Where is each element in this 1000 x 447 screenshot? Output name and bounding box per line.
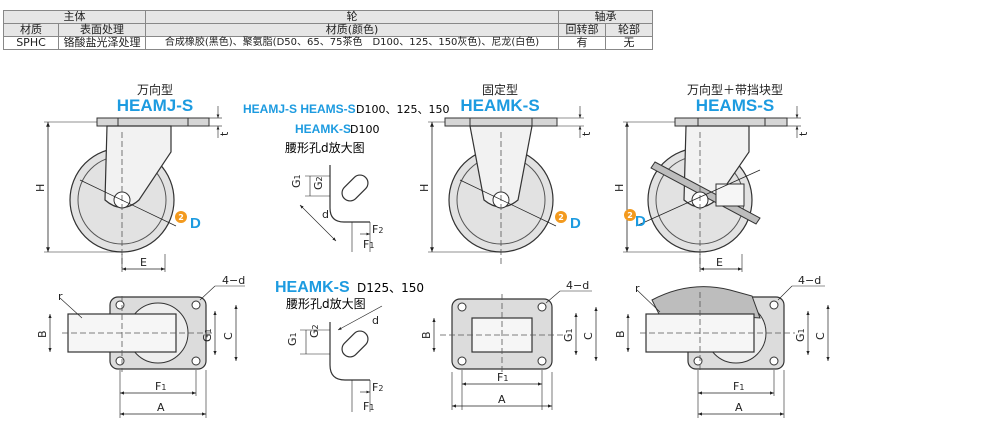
slot-g1-upper: G1 xyxy=(290,174,303,188)
slot-hole-upper xyxy=(341,174,369,202)
heamk-side-view: 固定型 HEAMK-S H t 2 D xyxy=(418,82,593,266)
slot-detail-upper: HEAMJ-S HEAMS-S D100、125、150 HEAMK-S D10… xyxy=(243,102,449,252)
heamj-d-label: D xyxy=(190,215,201,232)
spec-table: 主体 轮 轴承 材质 表面处理 材质(颜色) 回转部 轮部 SPHC 铬酸盐光泽… xyxy=(3,10,653,50)
heamj-f1-label: F1 xyxy=(155,380,166,393)
spec-header-row: 材质 表面处理 材质(颜色) 回转部 轮部 xyxy=(3,23,653,37)
slot-hole-lower xyxy=(341,330,369,358)
heamk-type-label: 固定型 xyxy=(482,82,518,97)
slot-g2-upper: G2 xyxy=(312,176,325,190)
cell-wheel-part: 无 xyxy=(605,36,653,50)
heamk-b-label: B xyxy=(420,331,433,339)
slot-f2-upper: F2 xyxy=(372,223,383,236)
slot-models-line3: HEAMK-S xyxy=(275,279,350,296)
cell-surface: 铬酸盐光泽处理 xyxy=(58,36,146,50)
heamj-e-label: E xyxy=(140,256,147,269)
svg-text:2: 2 xyxy=(178,213,184,222)
heams-top-plate xyxy=(674,117,788,127)
slot-g2-lower: G2 xyxy=(308,324,321,338)
slot-caption-lower: 腰形孔d放大图 xyxy=(286,296,366,311)
slot-models-line2: HEAMK-S xyxy=(295,122,351,136)
heams-e-label: E xyxy=(716,256,723,269)
heamj-r-label: r xyxy=(58,290,63,303)
heamk-d-label: D xyxy=(570,215,581,232)
heamj-c-label: C xyxy=(222,332,235,340)
heamj-h-label: H xyxy=(34,184,47,192)
slot-sizes-line3: D125、150 xyxy=(357,281,424,295)
header-wheel-material: 材质(颜色) xyxy=(145,23,559,37)
slot-g1-lower: G1 xyxy=(286,332,299,346)
heams-t-label: t xyxy=(797,131,810,136)
heamk-model-title: HEAMK-S xyxy=(460,96,539,115)
slot-f2-lower: F2 xyxy=(372,381,383,394)
slot-f1-lower: F1 xyxy=(363,400,374,413)
heams-stopper xyxy=(715,183,745,207)
slot-f1-upper: F1 xyxy=(363,238,374,251)
heams-g1-label: G1 xyxy=(794,328,807,342)
heamk-c-label: C xyxy=(582,332,595,340)
heams-a-label: A xyxy=(735,401,743,414)
heamk-hole-label: 4−d xyxy=(566,279,589,292)
heamj-top-plate xyxy=(96,117,210,127)
heamk-t-label: t xyxy=(580,131,593,136)
heamj-t-label: t xyxy=(218,131,231,136)
cell-wheel-material: 合成橡胶(黑色)、聚氨脂(D50、65、75茶色 D100、125、150灰色)… xyxy=(145,36,559,50)
heamk-f1-label: F1 xyxy=(497,371,508,384)
heamk-d-marker xyxy=(555,211,567,223)
heamk-a-label: A xyxy=(498,393,506,406)
heams-brake-top xyxy=(651,286,761,319)
slot-sizes-line2: D100 xyxy=(350,123,379,136)
heams-b-label: B xyxy=(614,330,627,338)
heamj-b-label: B xyxy=(36,330,49,338)
svg-text:2: 2 xyxy=(627,211,633,220)
slot-d-upper: d xyxy=(322,208,329,221)
heams-model-title: HEAMS-S xyxy=(696,96,774,115)
heams-h-label: H xyxy=(613,184,626,192)
heamk-top-view: B C G1 4−d F1 A xyxy=(420,279,598,410)
cell-swivel: 有 xyxy=(558,36,606,50)
header-wheel-part: 轮部 xyxy=(605,23,653,37)
heams-d-label: D xyxy=(635,213,646,230)
heamj-side-view: 万向型 HEAMJ-S H t 2 D E xyxy=(34,82,231,272)
heams-r-label: r xyxy=(635,282,640,295)
heamk-g1-label: G1 xyxy=(562,328,575,342)
heams-side-view: 万向型＋带挡块型 HEAMS-S H t 2 D E xyxy=(613,82,810,272)
heams-f1-label: F1 xyxy=(733,380,744,393)
heams-d-marker xyxy=(624,209,636,221)
heams-hole-label: 4−d xyxy=(798,274,821,287)
heams-c-label: C xyxy=(814,332,827,340)
heamj-model-title: HEAMJ-S xyxy=(117,96,194,115)
slot-detail-lower: HEAMK-S D125、150 腰形孔d放大图 G1 G2 d F2 F1 xyxy=(275,279,424,413)
heams-type-label: 万向型＋带挡块型 xyxy=(687,82,783,97)
heamj-top-view: r B C G1 4−d F1 A xyxy=(36,274,245,418)
slot-d-lower: d xyxy=(372,314,379,327)
slot-sizes-line1: D100、125、150 xyxy=(356,103,449,116)
heams-top-view: r B C G1 4−d F1 A xyxy=(614,274,830,418)
heamk-top-plate xyxy=(444,117,558,127)
svg-text:2: 2 xyxy=(558,213,564,222)
heamj-d-marker xyxy=(175,211,187,223)
slot-caption-upper: 腰形孔d放大图 xyxy=(285,140,365,155)
group-main: 主体 xyxy=(3,10,146,24)
heamj-type-label: 万向型 xyxy=(137,82,173,97)
heamj-a-label: A xyxy=(157,401,165,414)
heamj-g1-label: G1 xyxy=(201,328,214,342)
cell-material: SPHC xyxy=(3,36,59,50)
header-surface: 表面处理 xyxy=(58,23,146,37)
heamk-h-label: H xyxy=(418,184,431,192)
slot-models-line1: HEAMJ-S HEAMS-S xyxy=(243,102,356,116)
spec-data-row: SPHC 铬酸盐光泽处理 合成橡胶(黑色)、聚氨脂(D50、65、75茶色 D1… xyxy=(3,36,653,50)
heamj-hole-label: 4−d xyxy=(222,274,245,287)
